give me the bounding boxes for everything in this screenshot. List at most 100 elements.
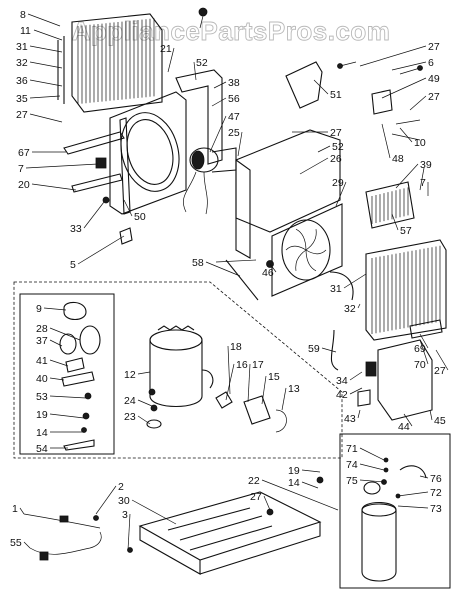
callout-52: 52 [332,141,344,153]
callout-50: 50 [134,211,146,223]
callout-47: 47 [228,111,240,123]
leader-line [167,47,175,73]
callout-22: 22 [248,475,260,487]
callout-13: 13 [288,383,300,395]
leader-line [397,491,429,497]
callout-21: 21 [160,43,172,55]
callout-14: 14 [36,427,48,439]
leader-line [359,463,385,471]
callout-32: 32 [344,303,356,315]
power-cord [23,513,133,561]
callout-31: 31 [16,41,28,53]
callout-41: 41 [36,355,48,367]
callout-27: 27 [428,41,440,53]
callout-55: 55 [10,537,22,549]
callout-7: 7 [18,163,24,175]
base-pan [138,476,324,575]
fan-motor [182,147,237,215]
leader-line [19,507,25,515]
leader-line [29,61,63,69]
callout-38: 38 [228,77,240,89]
callout-54: 54 [36,443,48,455]
callout-42: 42 [336,389,348,401]
leader-line [49,327,81,341]
leader-line [381,77,427,99]
callout-27: 27 [16,109,28,121]
callout-16: 16 [236,359,248,371]
leader-line [49,413,85,419]
callout-35: 35 [16,93,28,105]
callout-1: 1 [12,503,18,515]
leader-line [343,273,367,289]
condenser-coil [57,7,208,113]
callout-73: 73 [430,503,442,515]
callout-28: 28 [36,323,48,335]
callout-72: 72 [430,487,442,499]
leader-line [49,359,69,367]
callout-9: 9 [36,303,42,315]
compressor [146,325,287,433]
callout-14: 14 [288,477,300,489]
callout-7: 7 [420,177,426,189]
callout-52: 52 [196,57,208,69]
callout-labels: 8113132363527215238564725677205033527649… [10,9,446,549]
leader-line [137,399,153,407]
leader-line [395,163,419,189]
leader-line [359,447,385,461]
leader-line [399,127,413,143]
callout-25: 25 [228,127,240,139]
leader-line [357,303,361,309]
evaporator-housing [235,61,343,297]
callout-43: 43 [344,413,356,425]
right-parts [337,61,425,229]
callout-48: 48 [392,153,404,165]
callout-76: 76 [430,473,442,485]
callout-70: 70 [414,359,426,371]
leader-line [263,495,271,511]
callout-6: 6 [428,57,434,69]
callout-27: 27 [434,365,446,377]
leader-line [49,395,87,399]
leader-line [83,201,105,229]
callout-15: 15 [268,371,280,383]
callout-2: 2 [118,481,124,493]
callout-36: 36 [16,75,28,87]
leader-line [247,363,251,403]
leader-line [29,113,63,123]
callout-71: 71 [346,443,358,455]
leader-line [137,415,151,425]
compressor-box [339,433,451,589]
leader-line [227,345,231,395]
callout-39: 39 [420,159,432,171]
leader-line [29,79,63,87]
leader-line [213,81,227,89]
leader-line [209,115,227,153]
leader-line [381,123,391,159]
leader-line [237,131,243,157]
callout-59: 59 [308,343,320,355]
callout-75: 75 [346,475,358,487]
callout-30: 30 [118,495,130,507]
callout-74: 74 [346,459,358,471]
leader-line [261,375,267,405]
leader-line [313,79,329,95]
callout-27: 27 [330,127,342,139]
leader-line [301,481,319,489]
callout-8: 8 [20,9,26,21]
callout-67: 67 [18,147,30,159]
callout-24: 24 [124,395,136,407]
callout-10: 10 [414,137,426,149]
leader-line [123,199,133,217]
callout-45: 45 [434,415,446,427]
callout-51: 51 [330,89,342,101]
leader-line [225,363,235,401]
leader-line [29,95,61,99]
callout-17: 17 [252,359,264,371]
leader-line [137,371,151,375]
evaporator-coil [329,239,447,371]
leader-line [49,377,65,381]
leader-line [131,499,177,525]
watermark-text: AppliancePartsPros.com [72,16,391,46]
callout-32: 32 [16,57,28,69]
